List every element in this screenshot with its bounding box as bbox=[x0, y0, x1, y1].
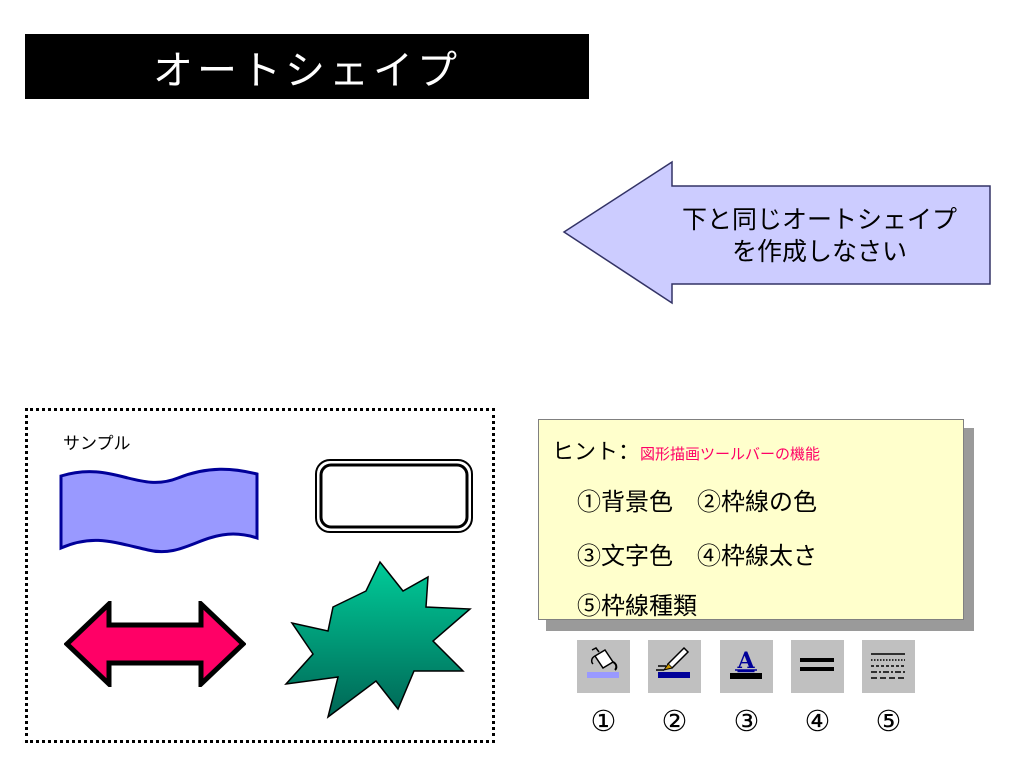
tool-number-4: ④ bbox=[804, 704, 831, 738]
page-title-text: オートシェイプ bbox=[153, 47, 461, 94]
hint-title: ヒント： bbox=[552, 440, 641, 465]
wave-shape[interactable] bbox=[58, 466, 260, 558]
tool-number-2: ② bbox=[661, 704, 688, 738]
hint-box: ヒント：図形描画ツールバーの機能 ①背景色 ②枠線の色 ③文字色 ④枠線太さ ⑤… bbox=[538, 419, 964, 620]
sample-panel: サンプル bbox=[25, 408, 495, 743]
tool-number-1: ① bbox=[590, 704, 617, 738]
hint-line-3: ⑤枠線種類 bbox=[577, 592, 697, 620]
tool-number-3: ③ bbox=[733, 704, 760, 738]
rounded-rectangle-shape[interactable] bbox=[314, 458, 474, 534]
left-arrow-callout-shape bbox=[562, 160, 991, 305]
line-style-icon bbox=[800, 658, 834, 671]
line-style-button[interactable] bbox=[791, 640, 844, 693]
svg-text:A: A bbox=[736, 648, 755, 674]
instruction-line-1: 下と同じオートシェイプ bbox=[681, 205, 957, 234]
tool-number-5: ⑤ bbox=[875, 704, 902, 738]
font-color-button[interactable]: A bbox=[720, 640, 773, 693]
instruction-callout: 下と同じオートシェイプ を作成しなさい bbox=[562, 160, 992, 305]
page-title: オートシェイプ bbox=[25, 34, 589, 99]
left-right-arrow-shape[interactable] bbox=[64, 601, 246, 687]
instruction-line-2: を作成しなさい bbox=[731, 237, 907, 266]
hint-header: ヒント：図形描画ツールバーの機能 bbox=[552, 434, 820, 466]
explosion-shape[interactable] bbox=[278, 559, 474, 723]
hint-line-1: ①背景色 ②枠線の色 bbox=[577, 488, 817, 516]
dash-style-icon bbox=[871, 653, 905, 679]
fill-color-button[interactable] bbox=[577, 640, 630, 693]
instruction-text: 下と同じオートシェイプ を作成しなさい bbox=[647, 204, 992, 268]
dash-style-button[interactable] bbox=[862, 640, 915, 693]
font-color-icon: A bbox=[730, 648, 762, 679]
hint-line-2: ③文字色 ④枠線太さ bbox=[577, 542, 817, 570]
line-color-button[interactable] bbox=[648, 640, 701, 693]
sample-label: サンプル bbox=[63, 434, 131, 454]
line-color-icon bbox=[656, 646, 690, 678]
fill-color-icon bbox=[587, 647, 619, 678]
hint-subtitle: 図形描画ツールバーの機能 bbox=[640, 445, 821, 463]
